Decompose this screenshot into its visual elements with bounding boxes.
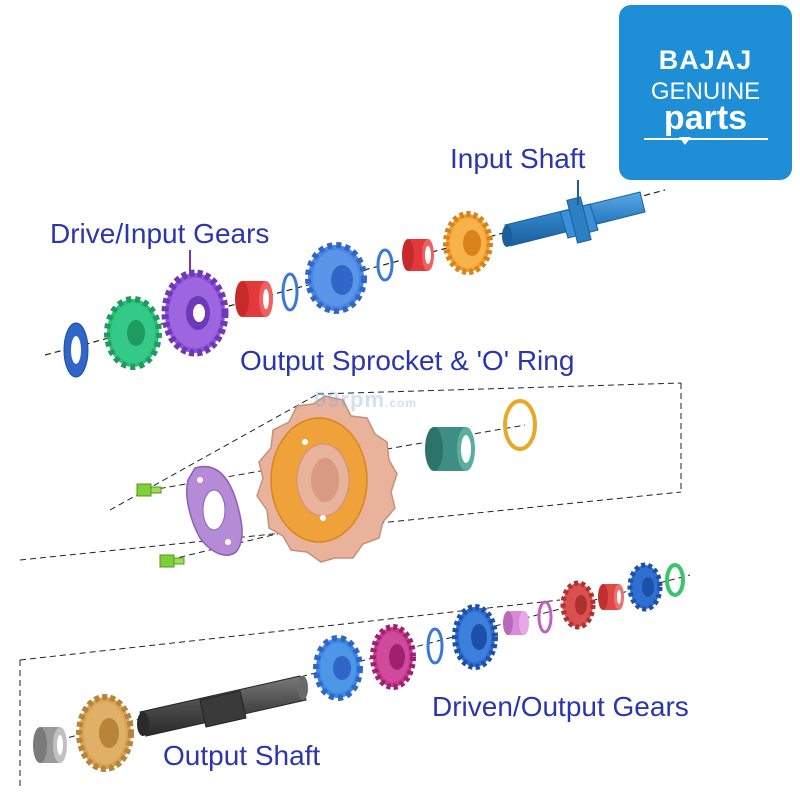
bajaj-genuine-parts-logo: BAJAJ GENUINE parts xyxy=(619,5,792,180)
sprocket-bushing xyxy=(425,427,475,471)
input-gear-green xyxy=(104,296,162,370)
output-sprocket xyxy=(256,395,398,563)
label-driven-output-gears: Driven/Output Gears xyxy=(432,691,689,722)
output-ring-blue xyxy=(426,627,444,665)
output-bushing-pink xyxy=(503,611,529,635)
output-ring-purple xyxy=(537,600,553,634)
output-bushing-red xyxy=(598,584,624,610)
output-gear-blue-2 xyxy=(452,604,498,670)
output-gear-red xyxy=(560,580,596,630)
input-gear-orange xyxy=(443,211,493,275)
logo-line-parts: parts xyxy=(663,99,748,137)
watermark: 99rpm.com xyxy=(314,387,417,413)
label-output-shaft: Output Shaft xyxy=(163,740,321,771)
logo-line-brand: BAJAJ xyxy=(658,45,753,75)
output-gear-magenta xyxy=(370,624,416,690)
input-gear-blue xyxy=(305,242,367,314)
sprocket-lock-plate xyxy=(186,465,243,556)
logo-arrow-icon xyxy=(679,137,691,145)
sprocket-o-ring xyxy=(503,399,537,451)
label-output-sprocket: Output Sprocket & 'O' Ring xyxy=(240,345,575,376)
sprocket-bolt-upper xyxy=(136,483,162,497)
output-shaft xyxy=(137,675,308,737)
output-ring-green xyxy=(665,563,685,597)
label-drive-input-gears: Drive/Input Gears xyxy=(50,218,270,249)
logo-underline xyxy=(644,138,768,140)
output-gear-blue-3 xyxy=(627,562,663,612)
watermark-suffix: .com xyxy=(385,396,418,410)
watermark-main: 99rpm xyxy=(314,387,386,412)
input-gear-purple xyxy=(161,269,229,357)
input-bushing-red-1 xyxy=(235,281,273,317)
sprocket-bolt-lower xyxy=(159,554,185,568)
input-ring-2 xyxy=(376,248,394,282)
input-washer xyxy=(63,322,89,378)
output-gear-blue-1 xyxy=(313,635,363,701)
input-bushing-red-2 xyxy=(402,239,434,271)
sprocket-frame-top xyxy=(317,382,682,395)
input-ring-1 xyxy=(281,272,299,312)
label-input-shaft: Input Shaft xyxy=(450,143,586,174)
logo-line-genuine: GENUINE xyxy=(650,78,761,105)
output-gear-tan xyxy=(76,694,134,772)
output-bushing-grey xyxy=(33,727,67,763)
input-shaft xyxy=(502,191,646,247)
